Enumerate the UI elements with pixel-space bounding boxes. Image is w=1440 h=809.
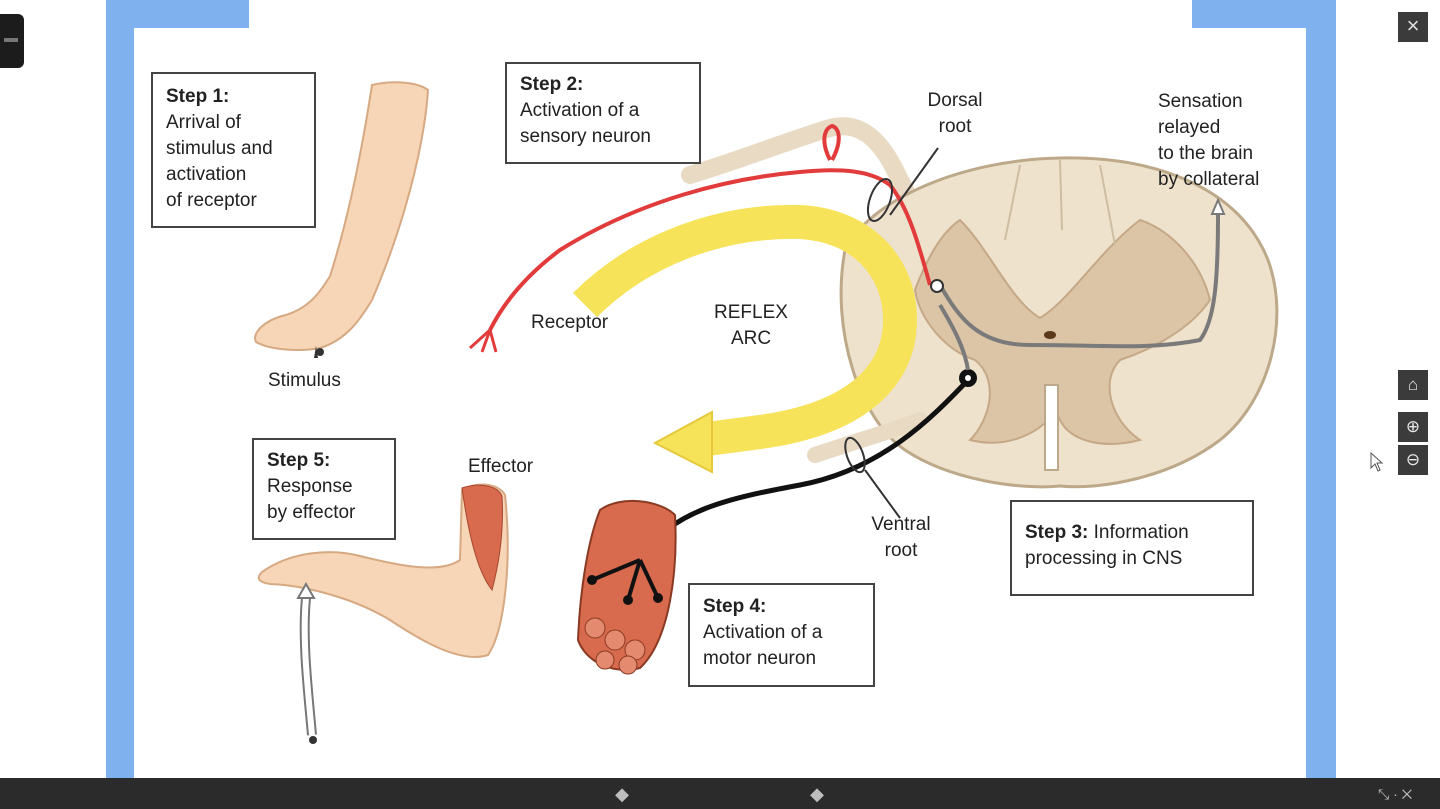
arm-illustration-bottom xyxy=(257,483,509,744)
step1-text: Step 1: Arrival of stimulus and activati… xyxy=(166,84,273,214)
step5-line: Response xyxy=(267,476,353,497)
dorsal-root-ring xyxy=(866,178,894,222)
stimulus-label: Stimulus xyxy=(268,370,341,391)
fullscreen-icon: ⤡ · ✕ xyxy=(1378,786,1413,802)
step1-line: stimulus and xyxy=(166,138,273,159)
ventral-root-label-line: root xyxy=(884,540,918,561)
home-icon: ⌂ xyxy=(1407,375,1419,394)
step1-box xyxy=(151,72,316,228)
step1-line: activation xyxy=(166,164,247,185)
dorsal-root-label: Dorsal root xyxy=(920,88,990,140)
slide-frame-top-left xyxy=(106,0,249,28)
step4-text: Step 4: Activation of a motor neuron xyxy=(703,594,822,672)
step2-box xyxy=(505,62,701,164)
step2-title: Step 2: xyxy=(520,74,584,95)
fullscreen-toggle-button[interactable]: ⤡ · ✕ xyxy=(1378,784,1412,804)
step5-box xyxy=(252,438,396,540)
step3-title: Step 3: xyxy=(1025,522,1089,543)
step1-title: Step 1: xyxy=(166,86,230,107)
ventral-root-label: Ventral root xyxy=(864,512,938,564)
step1-line: Arrival of xyxy=(166,112,241,133)
step5-title: Step 5: xyxy=(267,450,331,471)
zoom-out-button[interactable]: ⊖ xyxy=(1398,445,1428,475)
panel-toggle-tab[interactable] xyxy=(0,14,24,68)
zoom-out-icon: ⊖ xyxy=(1405,450,1421,469)
step3-line: processing in CNS xyxy=(1025,548,1183,569)
step2-line: sensory neuron xyxy=(520,126,651,147)
dorsal-root-leader xyxy=(889,147,939,216)
muscle-bundle-illustration xyxy=(576,499,677,675)
reflex-arc-label: REFLEX ARC xyxy=(707,300,795,352)
bottom-toolbar xyxy=(0,778,1440,809)
dorsal-root-label-line: root xyxy=(938,116,972,137)
step2-text: Step 2: Activation of a sensory neuron xyxy=(520,72,651,150)
reflex-arc-arrowhead xyxy=(652,410,713,474)
step5-text: Step 5: Response by effector xyxy=(267,448,355,526)
mouse-pointer-icon xyxy=(1370,452,1384,472)
step3-text: Step 3: Information processing in CNS xyxy=(1025,520,1189,572)
step5-line: by effector xyxy=(267,502,356,523)
reflex-arc-label-line: ARC xyxy=(730,328,772,349)
next-arrow-icon: ◆ xyxy=(810,784,824,804)
step1-line: of receptor xyxy=(166,190,257,211)
step4-line: Activation of a xyxy=(703,622,823,643)
reflex-arc-label-line: REFLEX xyxy=(714,302,788,323)
ventral-root-label-line: Ventral xyxy=(871,514,931,535)
spinal-cord-illustration xyxy=(839,156,1279,489)
effector-label: Effector xyxy=(468,456,534,477)
previous-slide-button[interactable]: ◆ xyxy=(608,784,636,804)
next-slide-button[interactable]: ◆ xyxy=(803,784,831,804)
reflex-arc-arrow xyxy=(572,204,918,457)
slide-frame-top-right xyxy=(1192,0,1336,28)
dorsal-root-label-line: Dorsal xyxy=(927,90,983,111)
sensation-label-line: Sensation xyxy=(1158,91,1243,112)
sensation-label-line: to the brain xyxy=(1158,143,1254,164)
receptor-label: Receptor xyxy=(531,312,609,333)
ventral-root-leader xyxy=(864,469,901,519)
dorsal-root-nerve xyxy=(681,117,927,223)
sensory-neuron xyxy=(468,123,944,353)
sensation-label-line: by collateral xyxy=(1158,169,1260,190)
home-button[interactable]: ⌂ xyxy=(1398,370,1428,400)
step4-box xyxy=(688,583,875,687)
collateral-arrowhead xyxy=(1210,197,1226,215)
slide-frame-left xyxy=(106,0,134,778)
step4-line: motor neuron xyxy=(703,648,817,669)
arm-illustration-top xyxy=(254,81,430,358)
slide-frame-right xyxy=(1306,0,1336,778)
step2-line: Activation of a xyxy=(520,100,640,121)
collateral-pathway xyxy=(938,214,1220,349)
zoom-in-button[interactable]: ⊕ xyxy=(1398,412,1428,442)
previous-arrow-icon: ◆ xyxy=(615,784,629,804)
zoom-in-icon: ⊕ xyxy=(1405,417,1421,436)
sensation-label: Sensation relayed to the brain by collat… xyxy=(1158,89,1259,193)
step3-line: Information xyxy=(1088,522,1189,543)
sensation-label-line: relayed xyxy=(1158,117,1221,138)
ventral-root-nerve xyxy=(807,412,928,463)
step4-title: Step 4: xyxy=(703,596,767,617)
step3-box xyxy=(1010,500,1254,596)
ventral-root-ring xyxy=(844,436,866,474)
close-button[interactable]: × xyxy=(1398,12,1428,42)
